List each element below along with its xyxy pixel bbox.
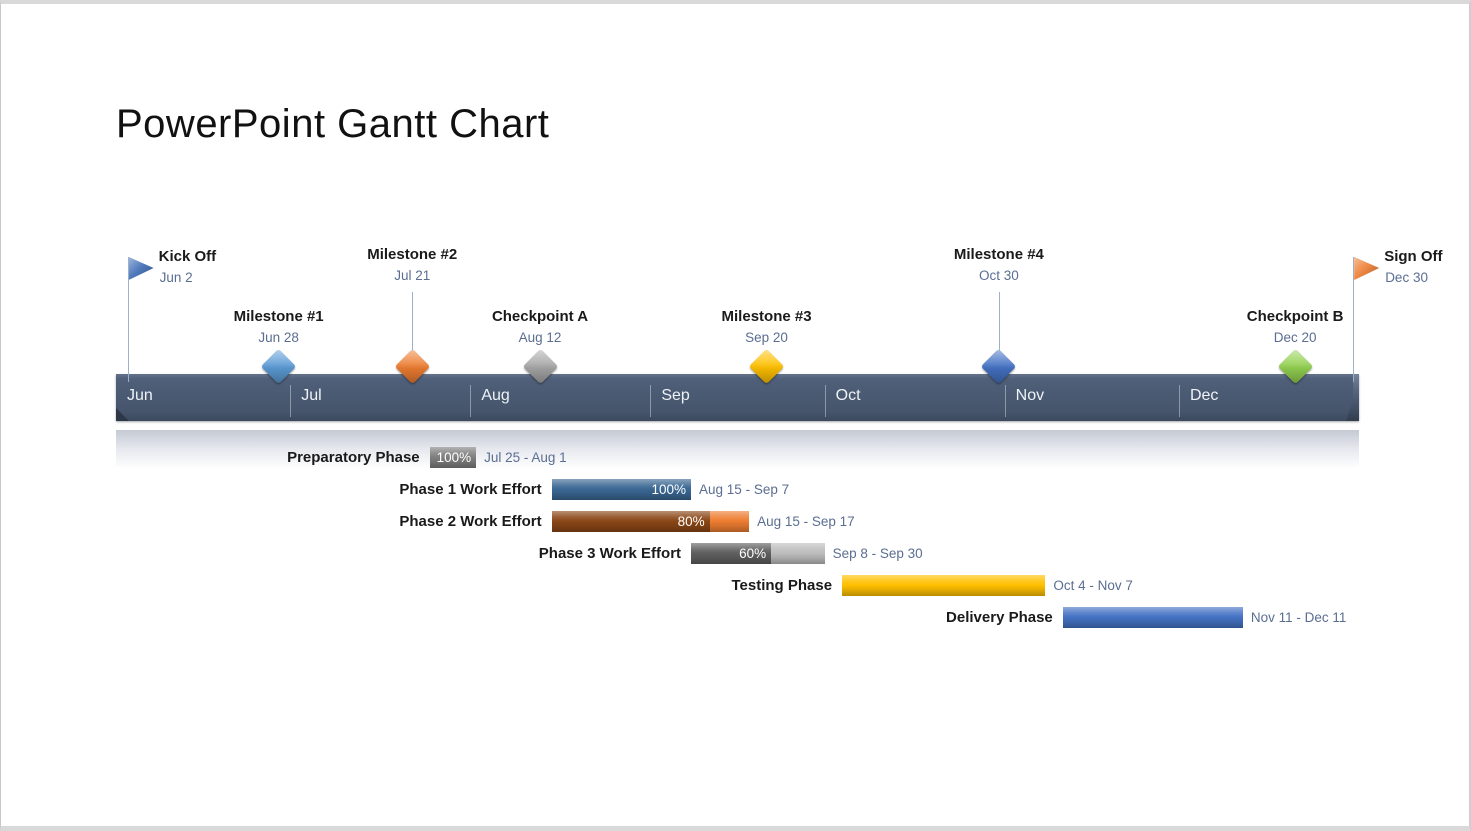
milestone-label: Milestone #3 (721, 308, 812, 325)
month-label: Aug (481, 387, 510, 404)
month-divider (470, 385, 472, 417)
milestone-label: Checkpoint A (491, 308, 589, 325)
timeline-month-bar: Jun Jul Aug Sep Oct Nov Dec (116, 374, 1359, 421)
milestone-label: Sign Off (1384, 248, 1443, 265)
task-bar (1062, 607, 1243, 628)
task-percent-label: 80% (677, 514, 705, 529)
month-divider (650, 385, 652, 417)
task-date-range: Oct 4 - Nov 7 (1053, 578, 1133, 593)
task-bar-fill (691, 543, 772, 564)
task-date-range: Nov 11 - Dec 11 (1250, 610, 1347, 625)
milestone-flag-icon (128, 257, 154, 280)
milestone-flag-icon (1354, 257, 1380, 280)
task-date-range: Jul 25 - Aug 1 (484, 450, 567, 465)
month-cell-jul: Jul (290, 374, 470, 421)
month-label: Jul (301, 387, 322, 404)
month-cell-dec: Dec (1178, 374, 1359, 421)
month-divider (1004, 385, 1006, 417)
milestone-date: Oct 30 (978, 268, 1019, 283)
task-bar-fill (551, 479, 692, 500)
task-label: Phase 1 Work Effort (399, 481, 542, 498)
task-percent-label: 60% (739, 546, 767, 561)
task-label: Delivery Phase (946, 609, 1053, 626)
task-bar: 60% (691, 543, 825, 564)
month-cell-aug: Aug (470, 374, 650, 421)
month-label: Nov (1015, 387, 1045, 404)
task-bar-fill (842, 575, 1046, 596)
task-percent-label: 100% (436, 450, 472, 465)
milestone-label: Milestone #2 (367, 246, 458, 263)
task-bar-bevel (551, 511, 710, 532)
month-label: Jun (127, 387, 153, 404)
task-label: Testing Phase (731, 577, 833, 594)
month-cell-oct: Oct (824, 374, 1005, 421)
task-date-range: Sep 8 - Sep 30 (832, 546, 923, 561)
month-label: Dec (1189, 387, 1219, 404)
milestone-label: Milestone #4 (953, 246, 1044, 263)
milestone-label: Milestone #1 (233, 308, 324, 325)
month-cell-nov: Nov (1004, 374, 1179, 421)
page-title: PowerPoint Gantt Chart (116, 102, 550, 146)
task-bar-bevel (551, 479, 692, 500)
month-label: Oct (835, 387, 861, 404)
task-bar (842, 575, 1046, 596)
task-bar-bevel (429, 447, 477, 468)
milestone-label: Checkpoint B (1246, 308, 1344, 325)
milestone-date: Jun 28 (258, 330, 299, 345)
task-label: Phase 2 Work Effort (399, 513, 542, 530)
milestone-date: Dec 30 (1385, 270, 1428, 285)
task-bar-bevel (691, 543, 772, 564)
task-label: Phase 3 Work Effort (538, 545, 682, 562)
milestone-date: Dec 20 (1273, 330, 1317, 345)
milestone-date: Aug 12 (518, 330, 562, 345)
milestone-flag-shine (1354, 257, 1380, 280)
task-bar-bevel (1062, 607, 1243, 628)
task-bar-fill (551, 511, 710, 532)
milestone-date: Jul 21 (394, 268, 431, 283)
task-bar-fill (1062, 607, 1243, 628)
task-bar-fill (429, 447, 477, 468)
milestone-date: Jun 2 (159, 270, 193, 285)
task-bar: 100% (551, 479, 692, 500)
task-bar: 100% (429, 447, 477, 468)
month-divider (1178, 385, 1180, 417)
milestone-stem (998, 292, 1000, 356)
task-bar-bevel (842, 575, 1046, 596)
task-date-range: Aug 15 - Sep 7 (699, 482, 790, 497)
month-cell-sep: Sep (650, 374, 824, 421)
task-date-range: Aug 15 - Sep 17 (757, 514, 855, 529)
month-divider (824, 385, 826, 417)
task-label: Preparatory Phase (287, 449, 420, 466)
milestone-flag-pole (1353, 257, 1355, 382)
milestone-flag-pole (127, 257, 129, 382)
task-bar: 80% (551, 511, 750, 532)
milestone-flag-shine (128, 257, 154, 280)
month-divider (290, 385, 292, 417)
timeline-reflection (116, 430, 1359, 472)
milestone-date: Sep 20 (745, 330, 788, 345)
milestone-stem (412, 292, 414, 356)
month-label: Sep (661, 387, 690, 404)
month-cell-jun: Jun (116, 374, 290, 421)
milestone-label: Kick Off (158, 248, 217, 265)
task-percent-label: 100% (651, 482, 687, 497)
